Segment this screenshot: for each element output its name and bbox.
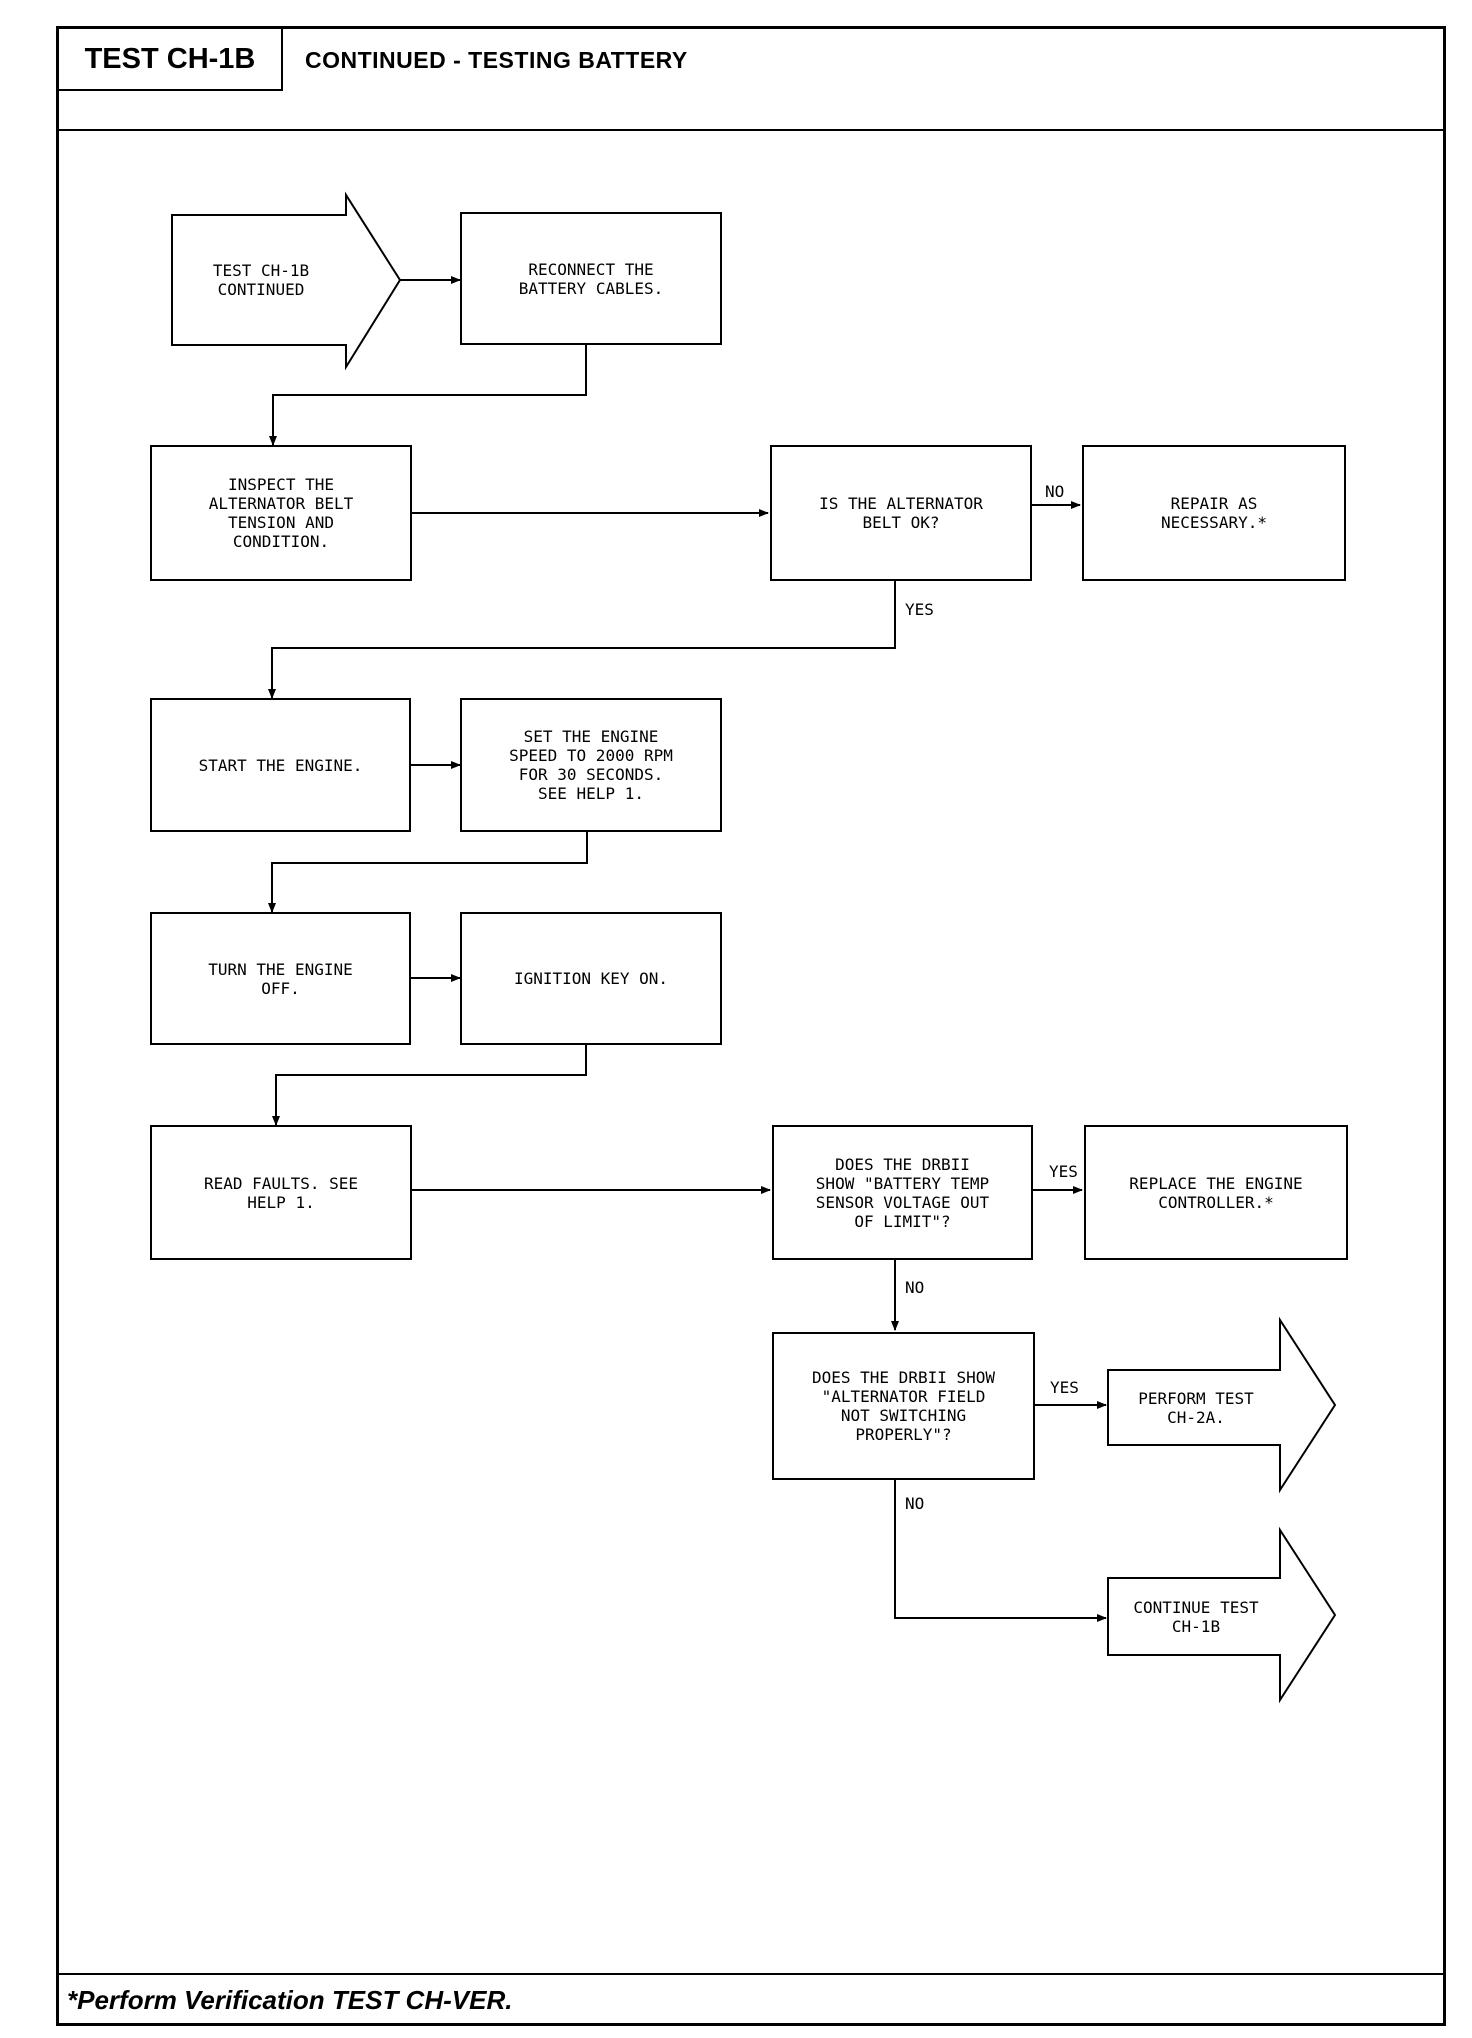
continue-test-arrow-shape — [1107, 1526, 1337, 1704]
connector-fieldq-continuetest — [894, 1480, 1107, 1622]
repair-box: REPAIR AS NECESSARY.* — [1082, 445, 1346, 581]
footer-note: *Perform Verification TEST CH-VER. — [67, 1985, 513, 2015]
field-question-box: DOES THE DRBII SHOW "ALTERNATOR FIELD NO… — [772, 1332, 1035, 1480]
connector-beltq-startengine — [268, 581, 896, 699]
header-divider — [59, 129, 1443, 131]
turn-off-box: TURN THE ENGINE OFF. — [150, 912, 411, 1045]
temp-no-label: NO — [905, 1278, 925, 1297]
temp-sensor-question-box: DOES THE DRBII SHOW "BATTERY TEMP SENSOR… — [772, 1125, 1033, 1260]
page-title: CONTINUED - TESTING BATTERY — [305, 46, 688, 73]
start-engine-box: START THE ENGINE. — [150, 698, 411, 832]
start-arrow-shape — [171, 191, 402, 371]
start-label: TEST CH-1B CONTINUED — [212, 261, 310, 299]
inspect-belt-box: INSPECT THE ALTERNATOR BELT TENSION AND … — [150, 445, 412, 581]
belt-no-label: NO — [1045, 482, 1065, 501]
continue-test-label: CONTINUE TEST CH-1B — [1133, 1597, 1259, 1636]
connector-reconnect-inspect — [269, 345, 587, 446]
ignition-on-box: IGNITION KEY ON. — [460, 912, 722, 1045]
test-id-tag: TEST CH-1B — [59, 29, 283, 91]
perform-test-label: PERFORM TEST CH-2A. — [1138, 1388, 1254, 1427]
page-frame: TEST CH-1B CONTINUED - TESTING BATTERY *… — [56, 26, 1446, 2026]
field-yes-label: YES — [1050, 1378, 1079, 1397]
perform-test-arrow-shape — [1107, 1316, 1337, 1494]
read-faults-box: READ FAULTS. SEE HELP 1. — [150, 1125, 412, 1260]
footer-divider — [59, 1973, 1443, 1975]
connector-ignition-readfaults — [272, 1045, 587, 1126]
reconnect-box: RECONNECT THE BATTERY CABLES. — [460, 212, 722, 345]
field-no-label: NO — [905, 1494, 925, 1513]
set-speed-box: SET THE ENGINE SPEED TO 2000 RPM FOR 30 … — [460, 698, 722, 832]
connector-setspeed-turnoff — [268, 832, 588, 913]
belt-ok-question-box: IS THE ALTERNATOR BELT OK? — [770, 445, 1032, 581]
temp-yes-label: YES — [1049, 1162, 1078, 1181]
replace-controller-box: REPLACE THE ENGINE CONTROLLER.* — [1084, 1125, 1348, 1260]
belt-yes-label: YES — [905, 600, 934, 619]
